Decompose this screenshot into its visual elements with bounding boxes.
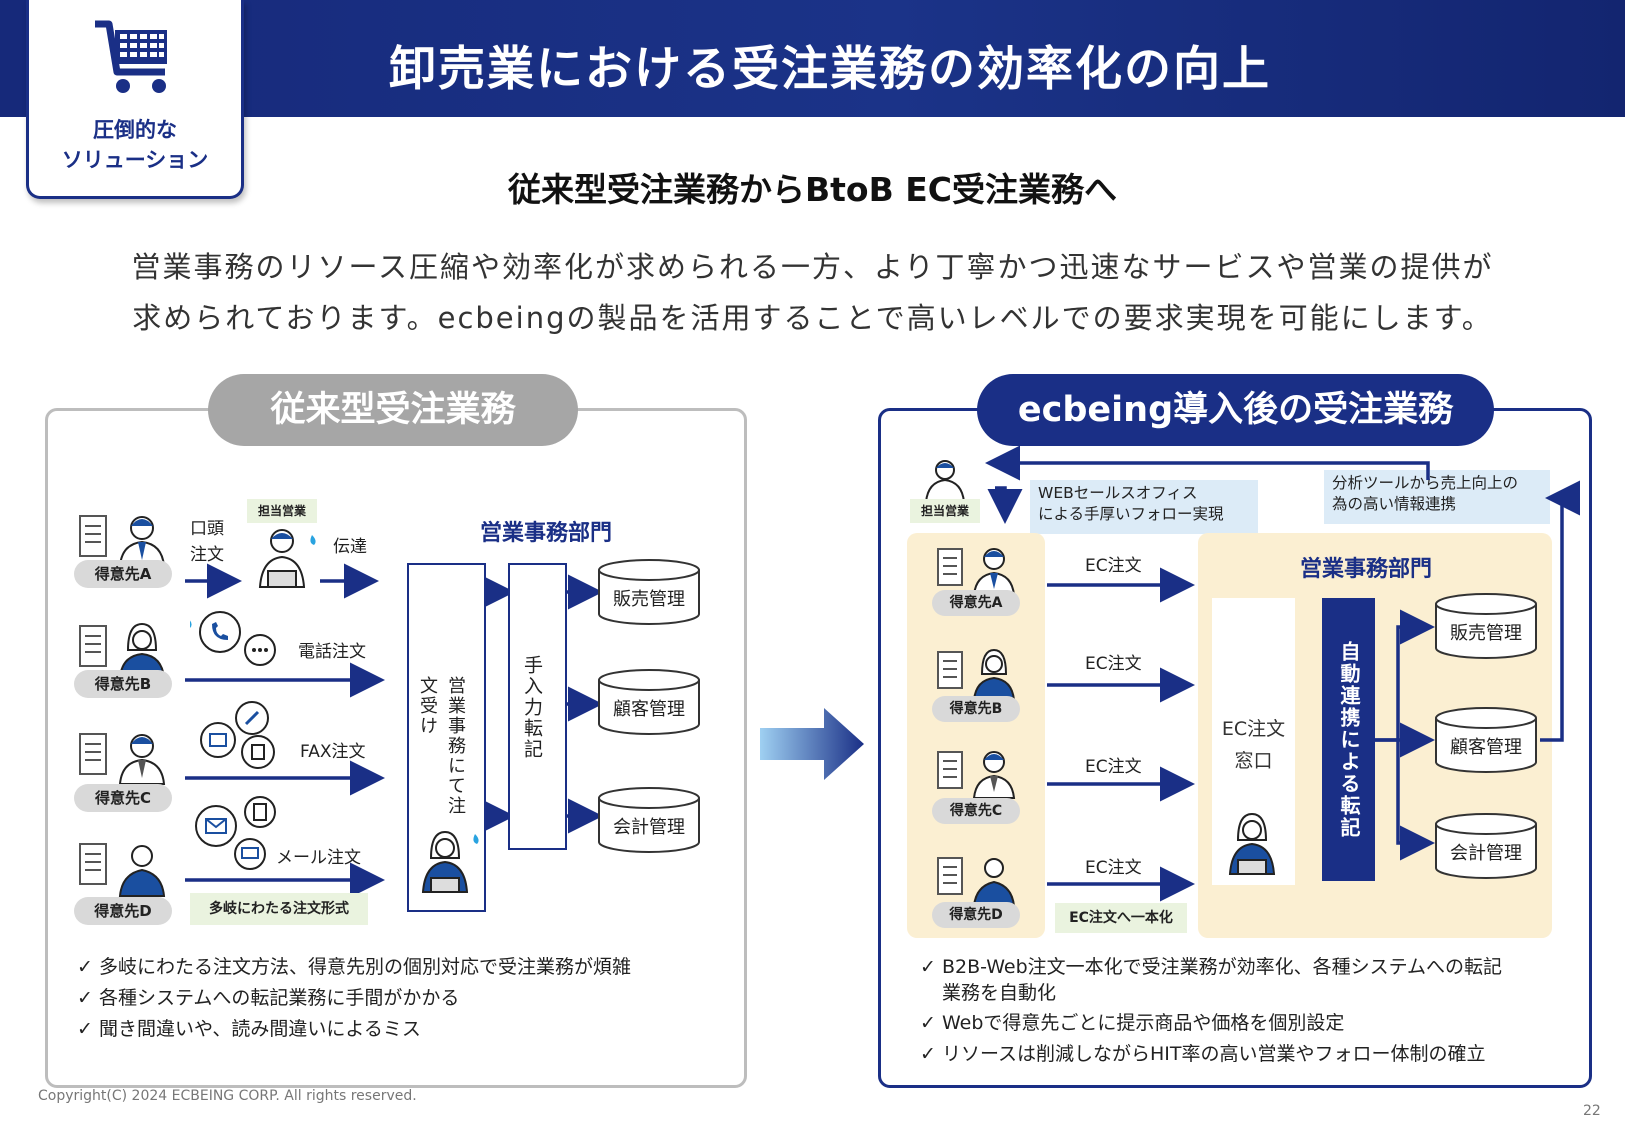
solution-badge: 圧倒的な ソリューション xyxy=(26,0,244,199)
right-customer-a-icon xyxy=(937,548,1016,596)
customer-b-label: 得意先B xyxy=(74,670,172,698)
fax-order-label: FAX注文 xyxy=(300,742,366,762)
unify-box: EC注文へ一本化 xyxy=(1055,903,1187,933)
left-system-sales: 販売管理 xyxy=(613,589,685,610)
right-dept-title: 営業事務部門 xyxy=(1300,557,1433,582)
right-customer-b-icon xyxy=(937,648,1016,700)
customer-db-cylinder xyxy=(598,669,700,735)
right-rep-label: 担当営業 xyxy=(910,499,980,523)
right-customer-c-icon xyxy=(937,751,1016,799)
right-sales-db-cylinder xyxy=(1435,593,1537,659)
relay-label: 伝達 xyxy=(333,537,367,557)
right-system-accounting: 会計管理 xyxy=(1450,843,1522,864)
right-customer-b-label: 得意先B xyxy=(932,696,1020,722)
customer-d-icon xyxy=(79,843,166,897)
customer-d-label: 得意先D xyxy=(74,897,172,925)
phone-bubble-icon xyxy=(190,611,276,666)
left-system-accounting: 会計管理 xyxy=(613,817,685,838)
lead-line1: 営業事務のリソース圧縮や効率化が求められる一方、より丁寧かつ迅速なサービスや営業… xyxy=(131,250,1494,284)
right-clerk-icon xyxy=(1228,812,1276,875)
right-check-1b: 業務を自動化 xyxy=(942,982,1057,1004)
various-formats-box: 多岐にわたる注文形式 xyxy=(190,893,368,925)
right-customer-d-icon xyxy=(937,857,1016,906)
lead-line2: 求められております。ecbeingの製品を活用することで高いレベルでの要求実現を… xyxy=(132,301,1493,335)
subtitle: 従来型受注業務からBtoB EC受注業務へ xyxy=(507,170,1117,209)
left-dept-title: 営業事務部門 xyxy=(480,521,613,546)
ecbeing-title: ecbeing導入後の受注業務 xyxy=(977,374,1494,446)
customer-a-label: 得意先A xyxy=(74,560,172,588)
sales-db-cylinder xyxy=(598,559,700,625)
rep-label: 担当営業 xyxy=(247,499,317,523)
badge-line1: 圧倒的な xyxy=(93,118,177,142)
right-sales-rep-icon xyxy=(924,460,966,502)
fax-bubble-icon xyxy=(200,701,275,769)
clerk-icon xyxy=(421,830,479,893)
manual-input-box xyxy=(508,563,567,850)
transition-arrow-icon xyxy=(760,708,864,780)
phone-order-label: 電話注文 xyxy=(298,642,366,662)
ec-order-label-a: EC注文 xyxy=(1085,556,1142,576)
page-number: 22 xyxy=(1583,1103,1601,1119)
badge-line2: ソリューション xyxy=(61,148,209,172)
left-system-customer: 顧客管理 xyxy=(613,699,685,720)
left-check-2: ✓ 各種システムへの転記業務に手間がかかる xyxy=(77,987,460,1009)
header-bar xyxy=(0,0,1625,117)
sales-rep-icon xyxy=(258,529,316,588)
auto-link-bar: 自動連携による転記 xyxy=(1322,598,1375,881)
copyright: Copyright(C) 2024 ECBEING CORP. All righ… xyxy=(38,1088,417,1104)
mail-bubble-icon xyxy=(195,796,276,870)
accounting-db-cylinder xyxy=(598,787,700,853)
right-check-3: ✓ リソースは削減しながらHIT率の高い営業やフォロー体制の確立 xyxy=(920,1043,1486,1065)
ec-window-text: EC注文 窓口 xyxy=(1221,718,1286,772)
manual-input-text: 手入力転記 xyxy=(521,655,543,760)
customer-c-label: 得意先C xyxy=(74,784,172,812)
right-customer-db-cylinder xyxy=(1435,707,1537,773)
right-check-1: ✓ B2B-Web注文一本化で受注業務が効率化、各種システムへの転記 xyxy=(920,956,1503,978)
ec-order-label-b: EC注文 xyxy=(1085,654,1142,674)
right-system-customer: 顧客管理 xyxy=(1450,737,1522,758)
right-check-2: ✓ Webで得意先ごとに提示商品や価格を個別設定 xyxy=(920,1012,1345,1034)
right-customer-c-label: 得意先C xyxy=(932,798,1020,824)
ec-order-label-c: EC注文 xyxy=(1085,757,1142,777)
right-customer-a-label: 得意先A xyxy=(932,590,1020,616)
left-check-3: ✓ 聞き間違いや、読み間違いによるミス xyxy=(77,1018,421,1040)
left-check-1: ✓ 多岐にわたる注文方法、得意先別の個別対応で受注業務が煩雑 xyxy=(77,956,631,978)
right-customer-d-label: 得意先D xyxy=(932,902,1020,928)
order-receive-text: 営業事務にて注文受け xyxy=(417,676,466,816)
analysis-box: 分析ツールから売上向上の 為の高い情報連携 xyxy=(1324,470,1550,524)
right-accounting-db-cylinder xyxy=(1435,813,1537,879)
mail-order-label: メール注文 xyxy=(276,848,361,868)
right-system-sales: 販売管理 xyxy=(1450,623,1522,644)
customer-c-icon xyxy=(79,733,166,785)
ec-order-label-d: EC注文 xyxy=(1085,858,1142,878)
traditional-title: 従来型受注業務 xyxy=(208,374,578,446)
page-title: 卸売業における受注業務の効率化の向上 xyxy=(389,42,1271,97)
web-sales-box: WEBセールスオフィス による手厚いフォロー実現 xyxy=(1030,480,1258,534)
oral-order-label: 口頭 注文 xyxy=(190,519,224,565)
cart-icon xyxy=(95,20,167,93)
